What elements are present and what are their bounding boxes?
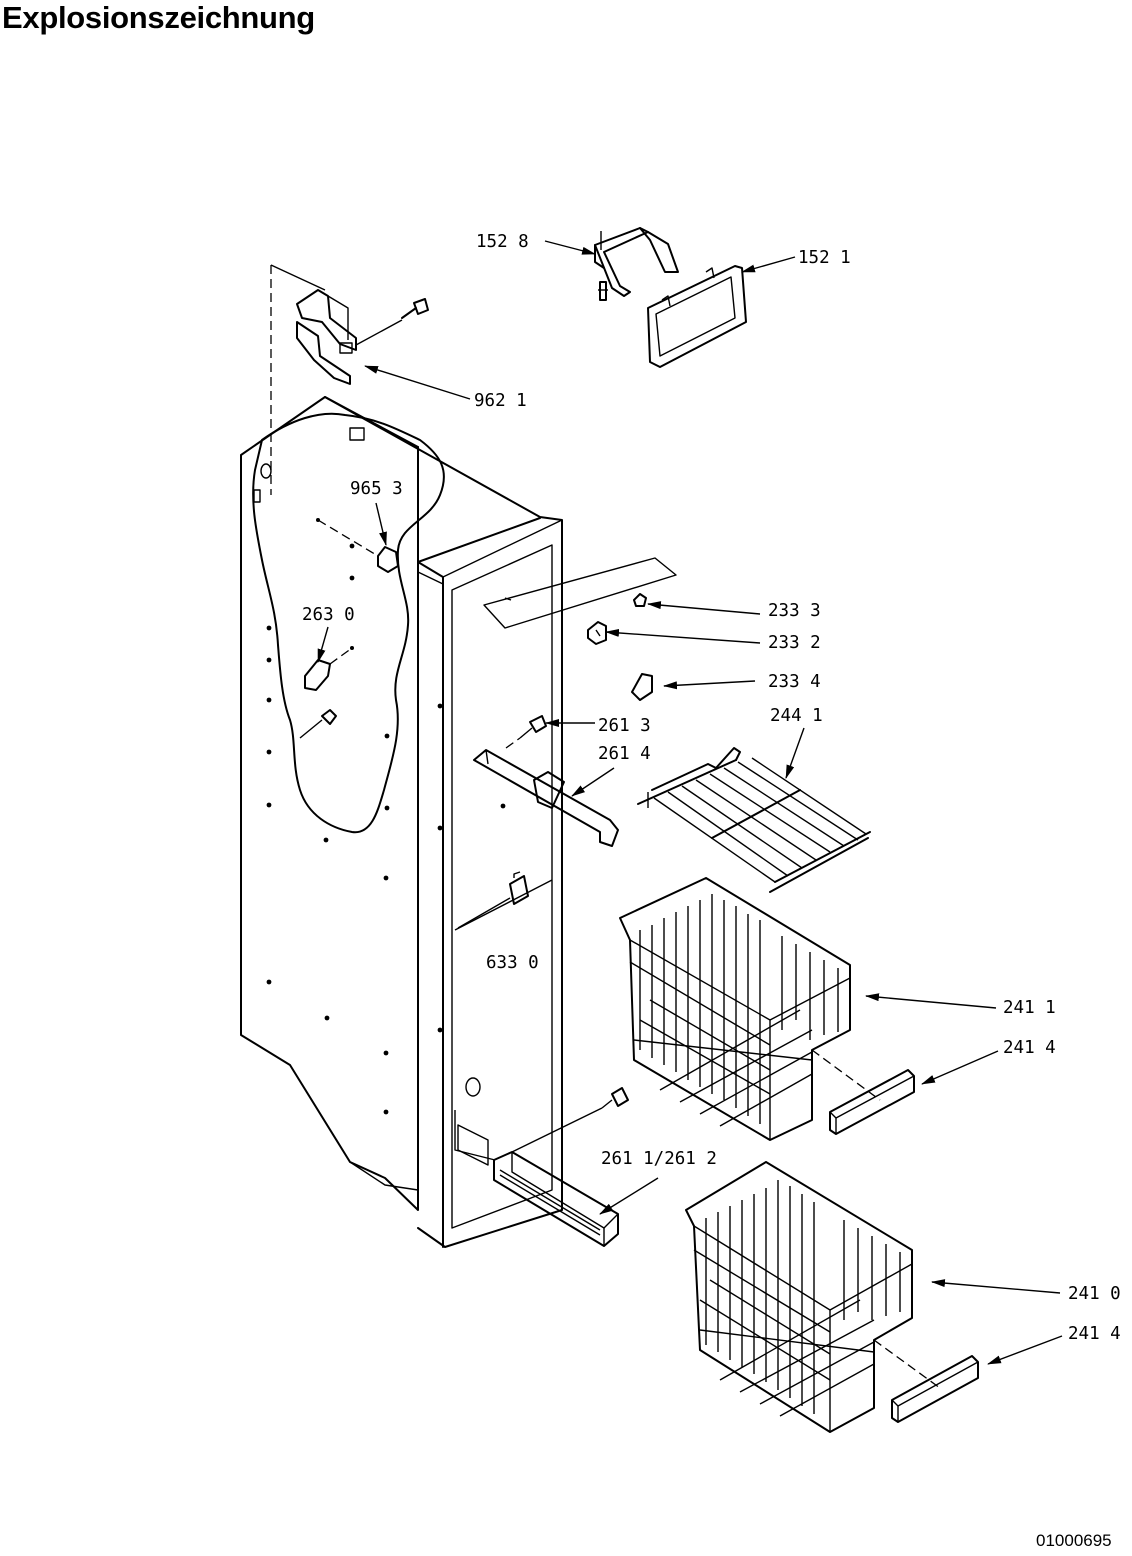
label-233-3: 233 3 [768, 601, 821, 621]
shelf-support-rail [473, 749, 619, 847]
label-241-4-upper: 241 4 [1003, 1038, 1056, 1058]
clip-965 [316, 518, 399, 573]
label-261-1-261-2: 261 1/261 2 [601, 1149, 717, 1169]
dispenser-cover-frame [647, 265, 747, 368]
part-233-4 [631, 673, 653, 701]
grille-screw [511, 1087, 629, 1153]
dispenser-bracket [594, 227, 679, 301]
cabinet-liner [240, 396, 563, 1248]
label-962-1: 962 1 [474, 391, 527, 411]
control-panel-plate [483, 557, 677, 629]
label-241-4-lower: 241 4 [1068, 1324, 1121, 1344]
leader-lines [317, 240, 1063, 1365]
basket-clip-guide-lower [873, 1339, 941, 1389]
part-233-3 [633, 593, 647, 607]
switch-633 [457, 871, 529, 929]
part-labels: 152 8 152 1 962 1 965 3 263 0 233 3 233 … [302, 232, 1121, 1344]
label-152-8: 152 8 [476, 232, 529, 252]
wire-basket-lower [685, 1161, 913, 1433]
wire-basket-upper [619, 877, 851, 1141]
label-233-4: 233 4 [768, 672, 821, 692]
wire-shelf [637, 747, 871, 893]
screw-261-3 [505, 715, 547, 749]
label-633-0: 633 0 [486, 953, 539, 973]
label-241-1: 241 1 [1003, 998, 1056, 1018]
bracket-screw [355, 298, 429, 346]
basket-clip-upper [829, 1069, 915, 1135]
label-263-0: 263 0 [302, 605, 355, 625]
label-244-1: 244 1 [770, 706, 823, 726]
basket-clip-guide [811, 1049, 881, 1101]
pin-263 [299, 646, 354, 739]
label-241-0: 241 0 [1068, 1284, 1121, 1304]
label-261-4: 261 4 [598, 744, 651, 764]
label-261-3: 261 3 [598, 716, 651, 736]
part-233-2 [587, 621, 607, 645]
basket-clip-lower [891, 1355, 979, 1423]
hinge-bracket [296, 289, 357, 385]
front-grille [493, 1151, 619, 1247]
document-number: 01000695 [1036, 1531, 1112, 1550]
label-965-3: 965 3 [350, 479, 403, 499]
label-152-1: 152 1 [798, 248, 851, 268]
label-233-2: 233 2 [768, 633, 821, 653]
page-title: Explosionszeichnung [2, 0, 315, 35]
